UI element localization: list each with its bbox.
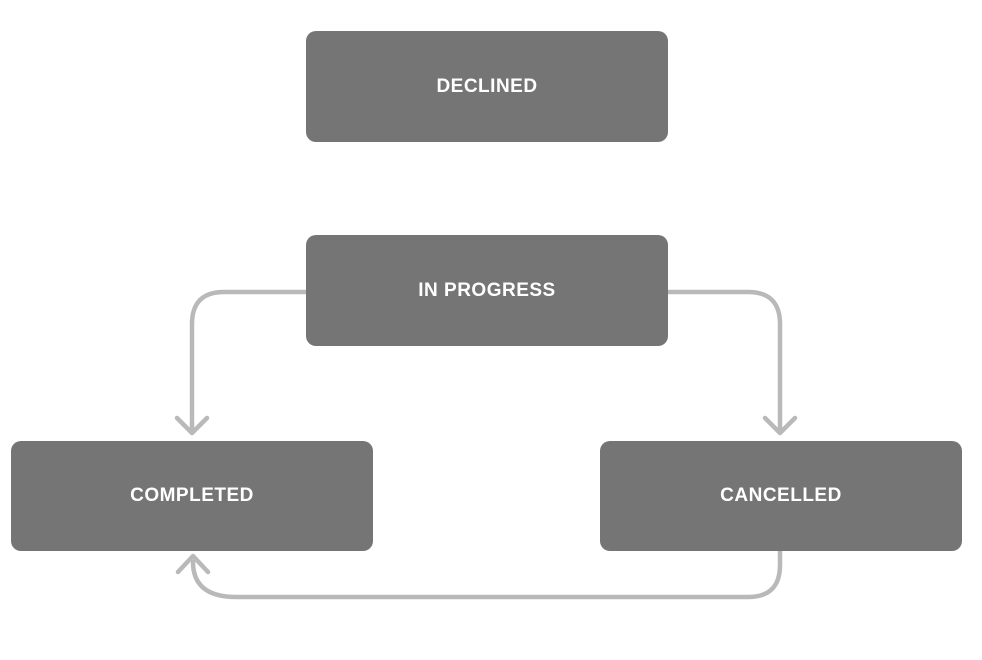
node-completed: COMPLETED [11, 441, 373, 551]
edge-inprogress-to-cancelled-line [665, 289, 783, 431]
edge-inprogress-to-cancelled [665, 289, 798, 436]
node-cancelled-label: CANCELLED [720, 485, 842, 506]
edge-inprogress-to-completed-line [189, 289, 309, 431]
node-completed-label: COMPLETED [130, 485, 254, 506]
arrowhead-up-icon [175, 553, 211, 575]
node-in-progress: IN PROGRESS [306, 235, 668, 346]
node-declined-label: DECLINED [436, 75, 538, 97]
node-declined: DECLINED [306, 31, 668, 142]
node-cancelled: CANCELLED [600, 441, 962, 551]
edge-cancelled-to-completed [175, 548, 783, 600]
arrowhead-down-icon [174, 415, 210, 436]
edge-inprogress-to-completed [174, 289, 309, 436]
arrowhead-down-icon [762, 415, 798, 436]
node-in-progress-label: IN PROGRESS [418, 279, 556, 301]
edge-cancelled-to-completed-line [190, 548, 783, 600]
